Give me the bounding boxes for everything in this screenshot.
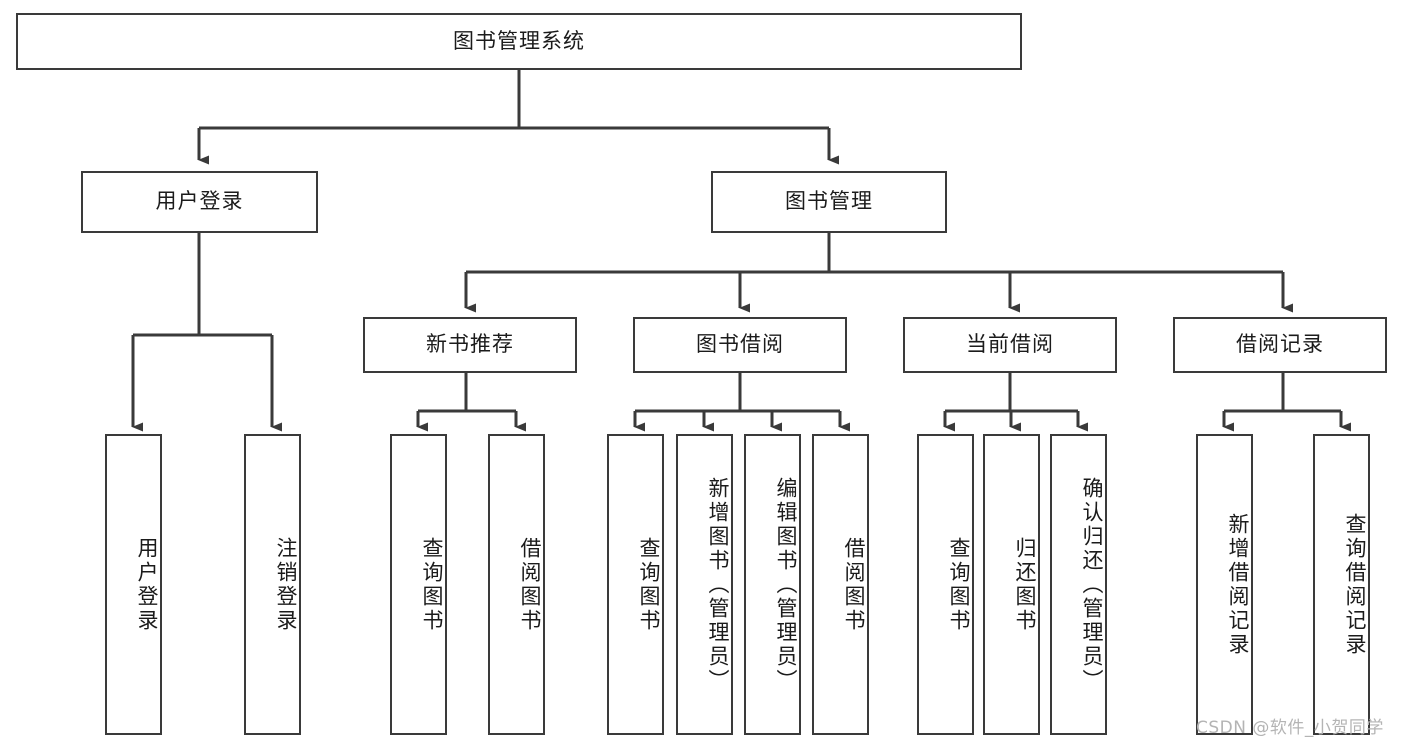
csdn-watermark: CSDN @软件_小贺同学 xyxy=(1196,718,1384,738)
node-new-book-recommend[interactable]: 新书推荐 xyxy=(363,317,577,373)
leaf-borrow-record-query-record[interactable]: 查询借阅记录 xyxy=(1313,434,1370,735)
leaf-new-book-borrow-book[interactable]: 借阅图书 xyxy=(488,434,545,735)
node-book-management[interactable]: 图书管理 xyxy=(711,171,947,233)
leaf-book-borrow-edit-book-admin[interactable]: 编辑图书（管理员） xyxy=(744,434,801,735)
node-book-borrow[interactable]: 图书借阅 xyxy=(633,317,847,373)
node-current-borrow[interactable]: 当前借阅 xyxy=(903,317,1117,373)
leaf-user-login-logout[interactable]: 注销登录 xyxy=(244,434,301,735)
leaf-book-borrow-borrow-book[interactable]: 借阅图书 xyxy=(812,434,869,735)
leaf-current-borrow-return-book[interactable]: 归还图书 xyxy=(983,434,1040,735)
node-user-login[interactable]: 用户登录 xyxy=(81,171,318,233)
node-borrow-record[interactable]: 借阅记录 xyxy=(1173,317,1387,373)
node-root-book-management-system[interactable]: 图书管理系统 xyxy=(16,13,1022,70)
leaf-user-login-login[interactable]: 用户登录 xyxy=(105,434,162,735)
leaf-current-borrow-confirm-return-admin[interactable]: 确认归还（管理员） xyxy=(1050,434,1107,735)
leaf-borrow-record-add-record[interactable]: 新增借阅记录 xyxy=(1196,434,1253,735)
leaf-new-book-query-book[interactable]: 查询图书 xyxy=(390,434,447,735)
leaf-book-borrow-add-book-admin[interactable]: 新增图书（管理员） xyxy=(676,434,733,735)
leaf-current-borrow-query-book[interactable]: 查询图书 xyxy=(917,434,974,735)
leaf-book-borrow-query-book[interactable]: 查询图书 xyxy=(607,434,664,735)
